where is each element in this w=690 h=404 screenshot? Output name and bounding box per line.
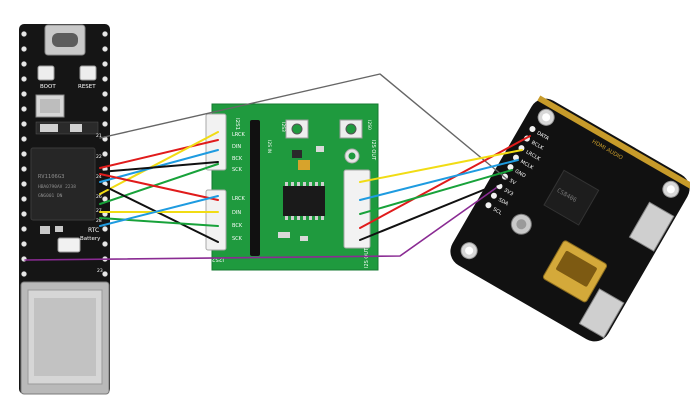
wire-yellow-1 (99, 131, 219, 195)
wire-black-1 (99, 161, 219, 173)
i2s1-title: I2S1 (234, 118, 240, 130)
pin-5v: 5V (508, 178, 517, 187)
i2s2-pin-din: DIN (232, 210, 241, 216)
wire-red-2 (99, 173, 219, 201)
reset-label: RESET (78, 84, 96, 90)
wire-purple (24, 187, 497, 261)
right-vertical-bottom: I2S OUT (364, 247, 370, 268)
left-header-bottom (205, 189, 227, 251)
pin-3v3: 3V3 (503, 187, 514, 197)
pin-gnd: GND (514, 168, 527, 179)
i2s2-bottom-label: I2S2 (212, 256, 224, 262)
right-header (343, 169, 371, 249)
pin-label-26: 26 (96, 194, 102, 200)
wire-green-3 (359, 169, 513, 215)
chip-line-1: RV1106G3 (38, 174, 65, 180)
i2s2-pin-lrck: LRCK (232, 196, 246, 202)
pin-label-23: 23 (97, 268, 103, 274)
i2s-switch-board: I2S1 LRCK DIN BCK SCK LRCK DIN BCK SCK I… (205, 103, 379, 271)
battery-label: Battery (80, 236, 101, 242)
pin-label-24: 24 (96, 174, 102, 180)
i2s2-pin-sck: SCK (232, 236, 243, 242)
boot-label: BOOT (40, 84, 56, 90)
hdmi-audio-board: DATA BCLK LRCLK MCLK GND 5V 3V3 SDA SCL … (450, 95, 690, 342)
wire-red-1 (99, 139, 219, 169)
wire-blue-2 (99, 195, 219, 227)
label-i2s-in: I2S IN (266, 140, 272, 153)
pin-label-28: 28 (96, 218, 102, 224)
soc-chip (30, 147, 96, 221)
pin-data: DATA (536, 130, 551, 142)
sbc-board: BOOT RESET RV1106G3 HBA0790AV 2238 GNG00… (19, 24, 110, 395)
wire-green-2 (99, 217, 219, 227)
i2s2-pin-bck: BCK (232, 223, 243, 229)
rtc-connector (57, 237, 81, 253)
label-i2s0: I2S0 (366, 120, 372, 130)
right-vertical-top: I2S OUT (370, 140, 376, 161)
wire-blue-3 (359, 159, 519, 201)
wire-red-3 (359, 135, 531, 229)
pin-sda: SDA (497, 197, 509, 208)
i2s1-pin-bck: BCK (232, 156, 243, 162)
wires (24, 73, 531, 261)
i2s1-pin-sck: SCK (232, 167, 243, 173)
codec-chip (543, 169, 600, 226)
wire-black-3 (359, 179, 509, 241)
label-i2s3: I2S3 (280, 122, 286, 132)
i2s1-pin-din: DIN (232, 144, 241, 150)
i2s1-pin-lrck: LRCK (232, 132, 246, 138)
wire-yellow-3 (359, 149, 523, 183)
pin-label-22: 22 (96, 154, 102, 160)
pin-label-27: 27 (96, 208, 102, 214)
switch-ic (283, 186, 325, 216)
reset-button (79, 65, 97, 81)
chip-line-2: HBA0790AV 2238 (38, 184, 76, 190)
pin-scl: SCL (492, 207, 503, 217)
wire-green-1 (99, 163, 219, 205)
wire-gray-gnd (99, 73, 509, 181)
pin-label-21: 21 (96, 133, 102, 139)
boot-button (37, 65, 55, 81)
rtc-label: RTC (88, 227, 99, 234)
chip-line-3: GNG001 DN (38, 193, 63, 199)
